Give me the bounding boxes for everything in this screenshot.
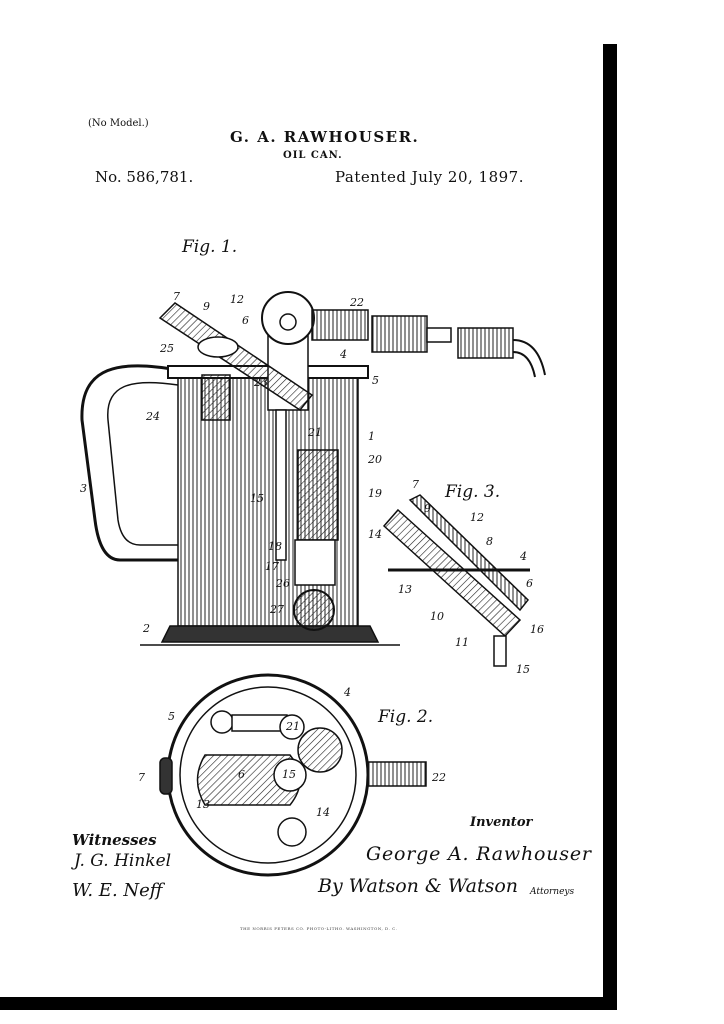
inventor-signature: George A. Rawhouser (366, 843, 593, 865)
patent-title: OIL CAN. (283, 150, 343, 161)
reference-numeral: 11 (455, 636, 469, 649)
reference-numeral: 6 (242, 314, 249, 327)
reference-numeral: 9 (424, 502, 431, 515)
fig3-cross-section: Fig. 3. (382, 482, 530, 667)
reference-numeral: 26 (275, 577, 290, 590)
fig3-reference-numerals: 7 9 12 8 4 6 13 10 16 11 15 (398, 478, 544, 676)
inventor-label: Inventor (469, 815, 533, 830)
reference-numeral: 13 (398, 583, 412, 596)
reference-numeral: 6 (238, 768, 245, 781)
reference-numeral: 7 (138, 771, 145, 784)
patent-date: Patented July 20, 1897. (335, 168, 524, 186)
witnesses-label: Witnesses (72, 831, 157, 849)
fig2-label: Fig. 2. (377, 707, 433, 727)
page-border-bottom (0, 997, 617, 1010)
page-border-right (603, 44, 617, 1010)
fig2-reference-numerals: 4 5 21 7 6 15 22 13 14 (138, 686, 446, 819)
reference-numeral: 15 (250, 492, 264, 505)
witness-signature-2: W. E. Neff (72, 880, 166, 901)
attorneys-label: Attorneys (529, 887, 575, 897)
fig3-label: Fig. 3. (444, 482, 500, 502)
reference-numeral: 15 (282, 768, 296, 781)
reference-numeral: 19 (368, 487, 382, 500)
reference-numeral: 22 (349, 296, 364, 309)
reference-numeral: 6 (526, 577, 533, 590)
reference-numeral: 5 (168, 710, 175, 723)
reference-numeral: 14 (316, 806, 330, 819)
reference-numeral: 2 (142, 622, 150, 635)
reference-numeral: 23 (253, 376, 268, 389)
patent-number: No. 586,781. (95, 168, 194, 186)
reference-numeral: 27 (269, 603, 284, 616)
fig1-reference-numerals: 7 9 12 6 22 25 4 23 5 24 21 1 20 3 15 19… (80, 290, 382, 635)
fig2-top-view: Fig. 2. (159, 673, 433, 877)
reference-numeral: 9 (203, 300, 210, 313)
printer-footer: THE NORRIS PETERS CO. PHOTO-LITHO. WASHI… (240, 926, 398, 931)
reference-numeral: 17 (265, 560, 279, 573)
reference-numeral: 4 (343, 686, 351, 699)
reference-numeral: 10 (430, 610, 444, 623)
reference-numeral: 4 (519, 550, 527, 563)
reference-numeral: 7 (173, 290, 180, 303)
signature-block: Witnesses J. G. Hinkel W. E. Neff Invent… (71, 815, 593, 901)
reference-numeral: 1 (368, 430, 375, 443)
reference-numeral: 8 (486, 535, 493, 548)
reference-numeral: 13 (196, 798, 210, 811)
reference-numeral: 15 (516, 663, 530, 676)
fig1-label: Fig. 1. (181, 237, 237, 257)
reference-numeral: 12 (230, 293, 244, 306)
fig1-oil-can: Fig. 1. (80, 237, 546, 646)
reference-numeral: 25 (159, 342, 174, 355)
reference-numeral: 24 (145, 410, 160, 423)
reference-numeral: 21 (307, 426, 322, 439)
reference-numeral: 18 (268, 540, 282, 553)
reference-numeral: 21 (285, 720, 300, 733)
witness-signature-1: J. G. Hinkel (71, 851, 171, 871)
reference-numeral: 16 (530, 623, 544, 636)
reference-numeral: 7 (412, 478, 419, 491)
reference-numeral: 22 (431, 771, 446, 784)
reference-numeral: 3 (80, 482, 87, 495)
attorney-signature: By Watson & Watson (317, 875, 518, 897)
no-model-note: (No Model.) (88, 118, 149, 129)
reference-numeral: 5 (372, 374, 379, 387)
reference-numeral: 20 (367, 453, 382, 466)
reference-numeral: 14 (368, 528, 382, 541)
reference-numeral: 12 (470, 511, 484, 524)
reference-numeral: 4 (339, 348, 347, 361)
inventor-name: G. A. RAWHOUSER. (230, 128, 420, 146)
